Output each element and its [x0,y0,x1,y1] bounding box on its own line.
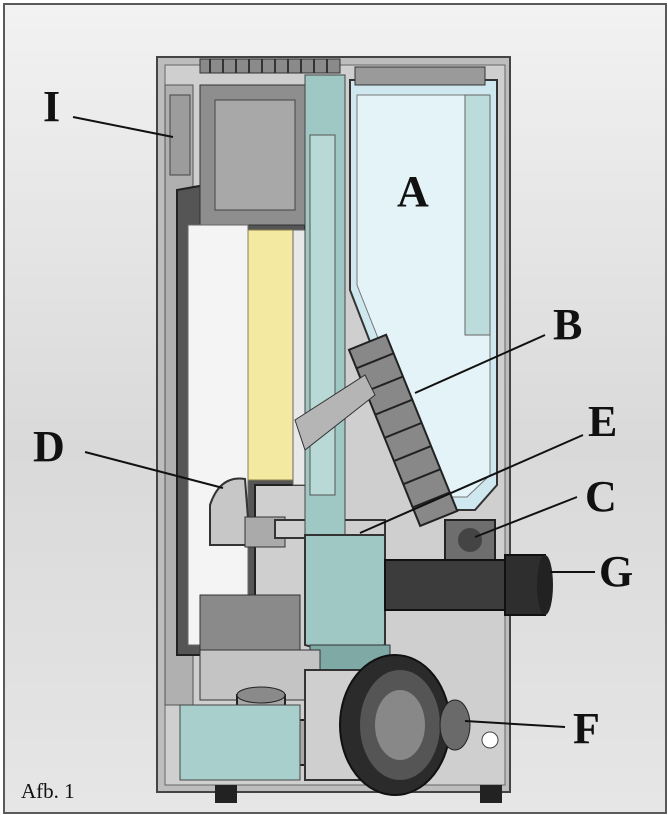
leader-e [359,434,584,534]
label-c: C [585,472,617,521]
side-panel-i [169,94,191,176]
figure-frame: I A B D E C G F Afb. 1 [3,3,667,814]
stove-cutaway-drawing [72,56,595,803]
label-g: G [599,547,634,596]
ash-box [304,534,386,657]
leader-lines [72,116,595,728]
hopper-lid [354,66,486,86]
exhaust-pipe [384,559,506,611]
fan-motor [439,699,471,751]
foot-left [215,785,237,803]
figure-caption: Afb. 1 [21,779,75,803]
base-compartment [179,704,301,781]
foot-right [480,785,502,803]
feed-chute [294,374,376,451]
label-i: I [43,82,61,131]
feed-auger [347,333,459,528]
leader-c [474,496,578,538]
leader-f [464,720,566,728]
leader-i [72,116,174,138]
label-a: A [397,167,429,216]
label-f: F [573,704,600,753]
glass-window [187,224,249,646]
fire-chamber [247,229,294,481]
leader-d [84,451,224,489]
leader-b [414,334,546,394]
label-d: D [33,422,65,471]
label-e: E [588,397,618,446]
label-b: B [553,300,583,349]
top-vent [199,58,341,74]
